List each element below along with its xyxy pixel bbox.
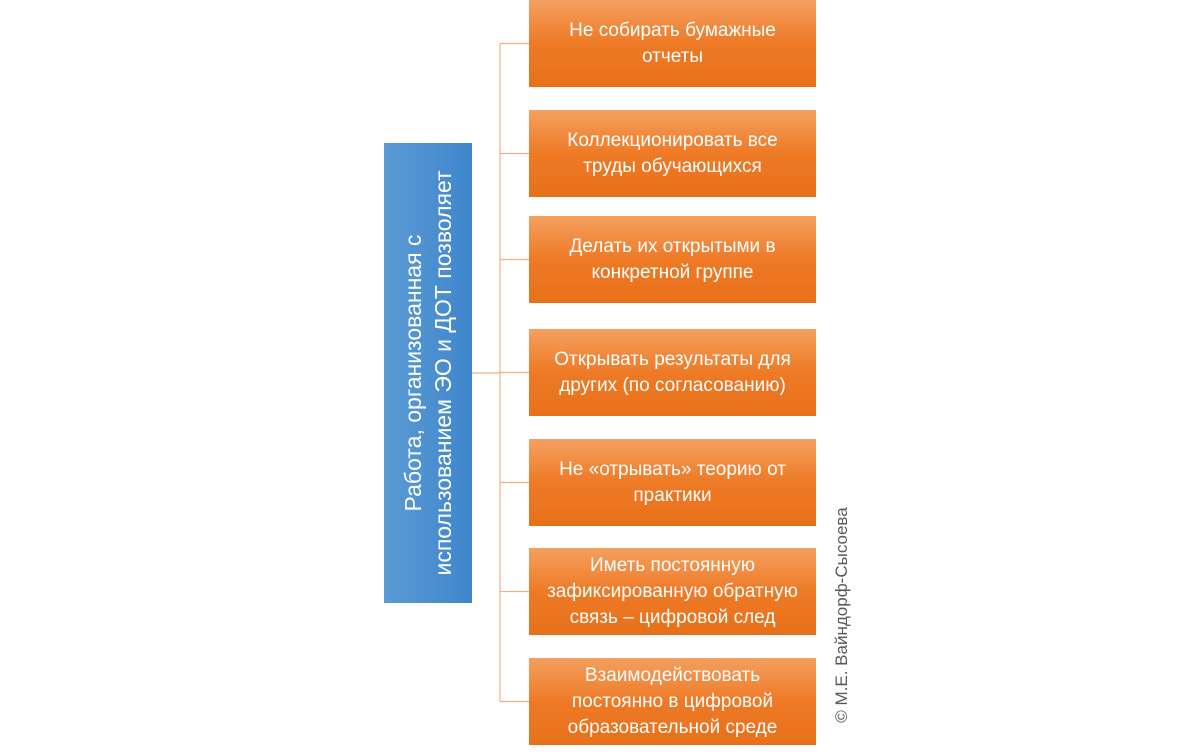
child-node-2: Коллекционировать все труды обучающихся (529, 110, 816, 197)
child-node-7: Взаимодействовать постоянно в цифровой о… (529, 658, 816, 745)
root-node-label: Работа, организованная с использованием … (400, 170, 456, 576)
root-node: Работа, организованная с использованием … (384, 143, 472, 603)
child-node-1: Не собирать бумажные отчеты (529, 0, 816, 87)
copyright-text: © М.Е. Вайндорф-Сысоева (832, 507, 851, 723)
child-node-4: Открывать результаты для других (по согл… (529, 329, 816, 416)
child-node-3: Делать их открытыми в конкретной группе (529, 216, 816, 303)
child-node-5: Не «отрывать» теорию от практики (529, 439, 816, 526)
child-node-6: Иметь постоянную зафиксированную обратну… (529, 548, 816, 635)
